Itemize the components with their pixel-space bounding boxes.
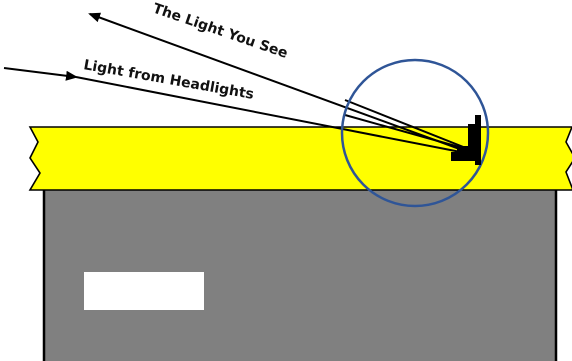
seen-light-label: The Light You See [151, 1, 290, 62]
reflective-stripe [30, 127, 572, 190]
lane-marker [84, 272, 204, 310]
headlight-ray-arrow [4, 68, 76, 77]
